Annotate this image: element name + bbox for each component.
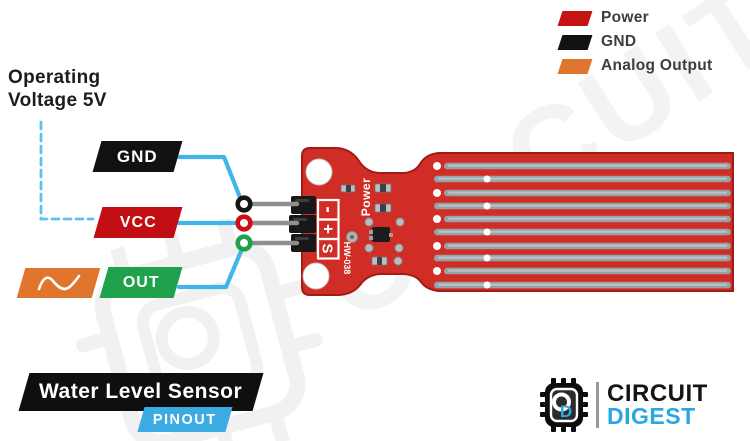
vcc-pin-ring: [235, 214, 253, 232]
out-pin-ring: [235, 234, 253, 252]
circuit-digest-logo: D CIRCUIT DIGEST: [539, 377, 708, 433]
legend-row-analog-output: Analog Output: [557, 57, 713, 74]
chip-logo-icon: D: [540, 378, 588, 432]
gnd-tag: GND: [92, 141, 183, 172]
vcc-tag-label: VCC: [119, 213, 157, 231]
sine-wave-icon: [37, 274, 80, 291]
power-color-swatch: [557, 10, 593, 26]
logo-brand-bottom: DIGEST: [607, 403, 696, 429]
analog-signal-badge: [16, 268, 101, 298]
legend-label: GND: [601, 33, 637, 50]
mounting-hole-top: [305, 158, 333, 186]
title-banner: Water Level Sensor: [18, 373, 264, 411]
logo-monogram: D: [560, 402, 572, 421]
operating-voltage-line2: Voltage 5V: [8, 90, 107, 111]
logo-brand-top: CIRCUIT: [607, 380, 708, 407]
out-tag-label: OUT: [122, 273, 160, 291]
pad-signal-label: S: [319, 243, 336, 253]
pad-minus-label: -: [318, 206, 339, 212]
legend-label: Power: [601, 9, 650, 26]
legend-label: Analog Output: [601, 57, 713, 74]
silk-power-label: Power: [359, 178, 373, 217]
gnd-color-swatch: [557, 34, 593, 50]
legend: Power GND Analog Output: [557, 9, 713, 82]
operating-voltage-dashed-wire: [39, 120, 95, 221]
legend-row-power: Power: [557, 9, 713, 26]
vcc-tag: VCC: [93, 207, 183, 238]
gnd-wire: [176, 154, 244, 203]
operating-voltage-note: Operating Voltage 5V: [8, 66, 107, 112]
header-pins: [245, 201, 300, 246]
gnd-tag-label: GND: [117, 146, 158, 166]
pad-plus-label: +: [319, 224, 338, 234]
mounting-hole-bottom: [302, 262, 330, 290]
analog-output-color-swatch: [557, 58, 593, 74]
out-wire: [176, 246, 245, 290]
sensor-traces: [433, 162, 731, 289]
diagram-subtitle: PINOUT: [153, 411, 217, 428]
legend-row-gnd: GND: [557, 33, 713, 50]
transistor: [372, 227, 390, 242]
out-tag: OUT: [99, 267, 183, 298]
smd-components: [340, 183, 405, 266]
subtitle-banner: PINOUT: [137, 407, 233, 432]
gnd-pin-ring: [235, 195, 253, 213]
logo-divider: [596, 382, 599, 428]
operating-voltage-line1: Operating: [8, 67, 101, 88]
silk-model-label: HW-038: [342, 242, 352, 275]
pad-boxes: [316, 198, 340, 260]
diagram-title: Water Level Sensor: [39, 380, 243, 403]
